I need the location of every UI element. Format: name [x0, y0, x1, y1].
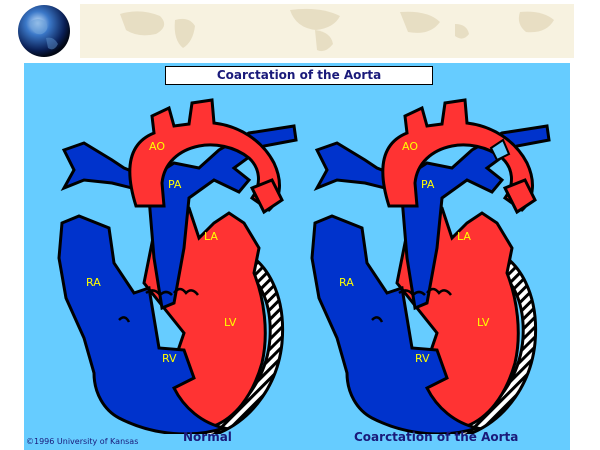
- label-lv-coarc: LV: [477, 316, 490, 329]
- normal-heart: AO PA LA RA LV RV: [57, 98, 298, 434]
- label-ra-coarc: RA: [339, 276, 354, 289]
- header-banner: [18, 4, 574, 58]
- label-rv-coarc: RV: [415, 352, 430, 365]
- label-ao-normal: AO: [149, 140, 165, 153]
- label-la-normal: LA: [204, 230, 218, 243]
- label-la-coarc: LA: [457, 230, 471, 243]
- heart-diagrams: AO PA LA RA LV RV AO PA LA RA LV RV: [57, 98, 551, 434]
- label-ao-coarc: AO: [402, 140, 418, 153]
- coarctation-narrowing: [489, 138, 511, 162]
- label-rv-normal: RV: [162, 352, 177, 365]
- label-ra-normal: RA: [86, 276, 101, 289]
- label-pa-coarc: PA: [421, 178, 435, 191]
- diagram-title: Coarctation of the Aorta: [165, 66, 433, 85]
- world-map-watermark: [120, 8, 554, 52]
- caption-coarctation: Coarctation of the Aorta: [354, 430, 519, 444]
- coarctation-heart: AO PA LA RA LV RV: [310, 98, 551, 434]
- label-lv-normal: LV: [224, 316, 237, 329]
- label-pa-normal: PA: [168, 178, 182, 191]
- caption-normal: Normal: [183, 430, 232, 444]
- copyright-text: ©1996 University of Kansas: [26, 437, 139, 446]
- globe-icon: [18, 5, 70, 57]
